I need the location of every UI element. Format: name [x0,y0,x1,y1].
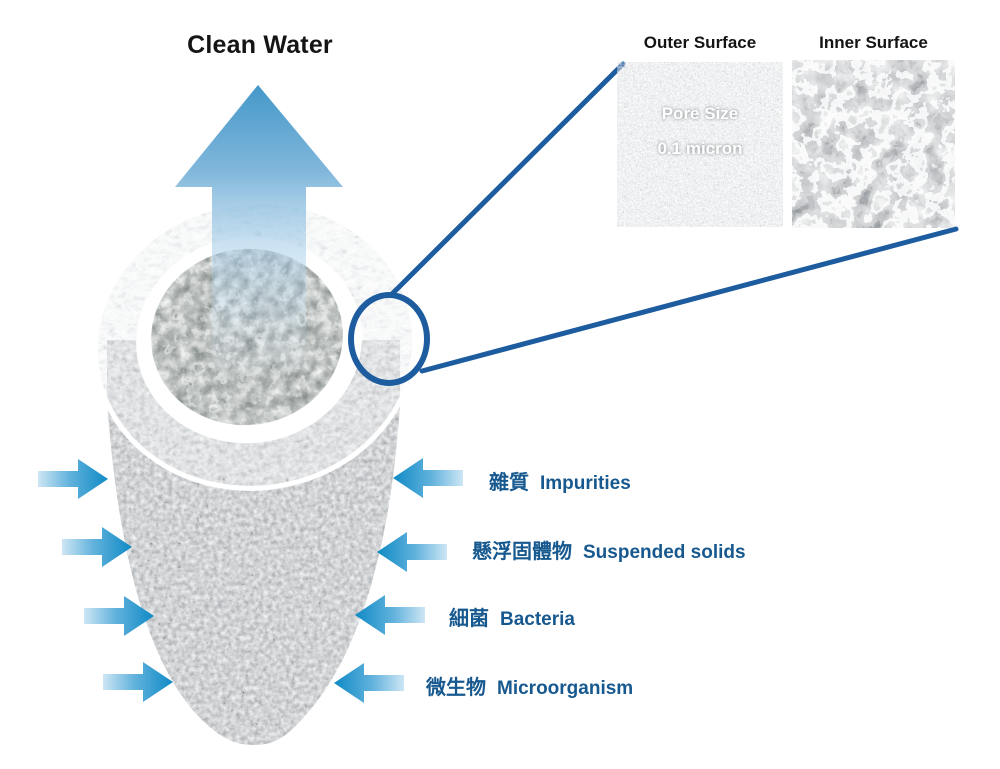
bacteria-zh-text: 細菌 [449,608,489,630]
clean-water-title: Clean Water [187,31,333,59]
impurities-arrow [393,458,463,498]
impurities-en-text: Impurities [540,473,631,494]
callout-line-to-inner-inset [419,226,959,374]
label-bacteria: 細菌 Bacteria [449,602,575,631]
inflow-arrow-2 [62,527,132,567]
clean-water-up-arrow [175,85,343,372]
impurities-zh-text: 雜質 [489,472,529,494]
inflow-arrow-4 [103,662,173,702]
inner-surface-micrograph [792,60,955,228]
label-impurities: 雜質 Impurities [489,466,631,495]
inner-surface-label: Inner Surface [819,33,928,52]
pore-size-value: 0.1 micron [657,139,743,158]
zoom-highlight-circle [348,292,430,386]
microorganism-arrow [334,663,404,703]
callout-line-to-outer-inset [389,61,626,297]
inflow-arrow-1 [38,459,108,499]
bacteria-en-text: Bacteria [500,609,575,630]
outer-surface-label: Outer Surface [643,33,757,52]
pore-size-text: Pore Size [661,104,739,123]
suspended-solids-zh-text: 懸浮固體物 [472,541,572,563]
label-microorganism: 微生物 Microorganism [426,671,633,700]
microorganism-zh-text: 微生物 [426,677,486,699]
label-suspended-solids: 懸浮固體物 Suspended solids [472,535,746,564]
outer-surface-micrograph [617,62,783,227]
suspended-solids-arrow [377,532,447,572]
microorganism-en-text: Microorganism [497,678,634,699]
suspended-solids-en-text: Suspended solids [583,542,746,563]
